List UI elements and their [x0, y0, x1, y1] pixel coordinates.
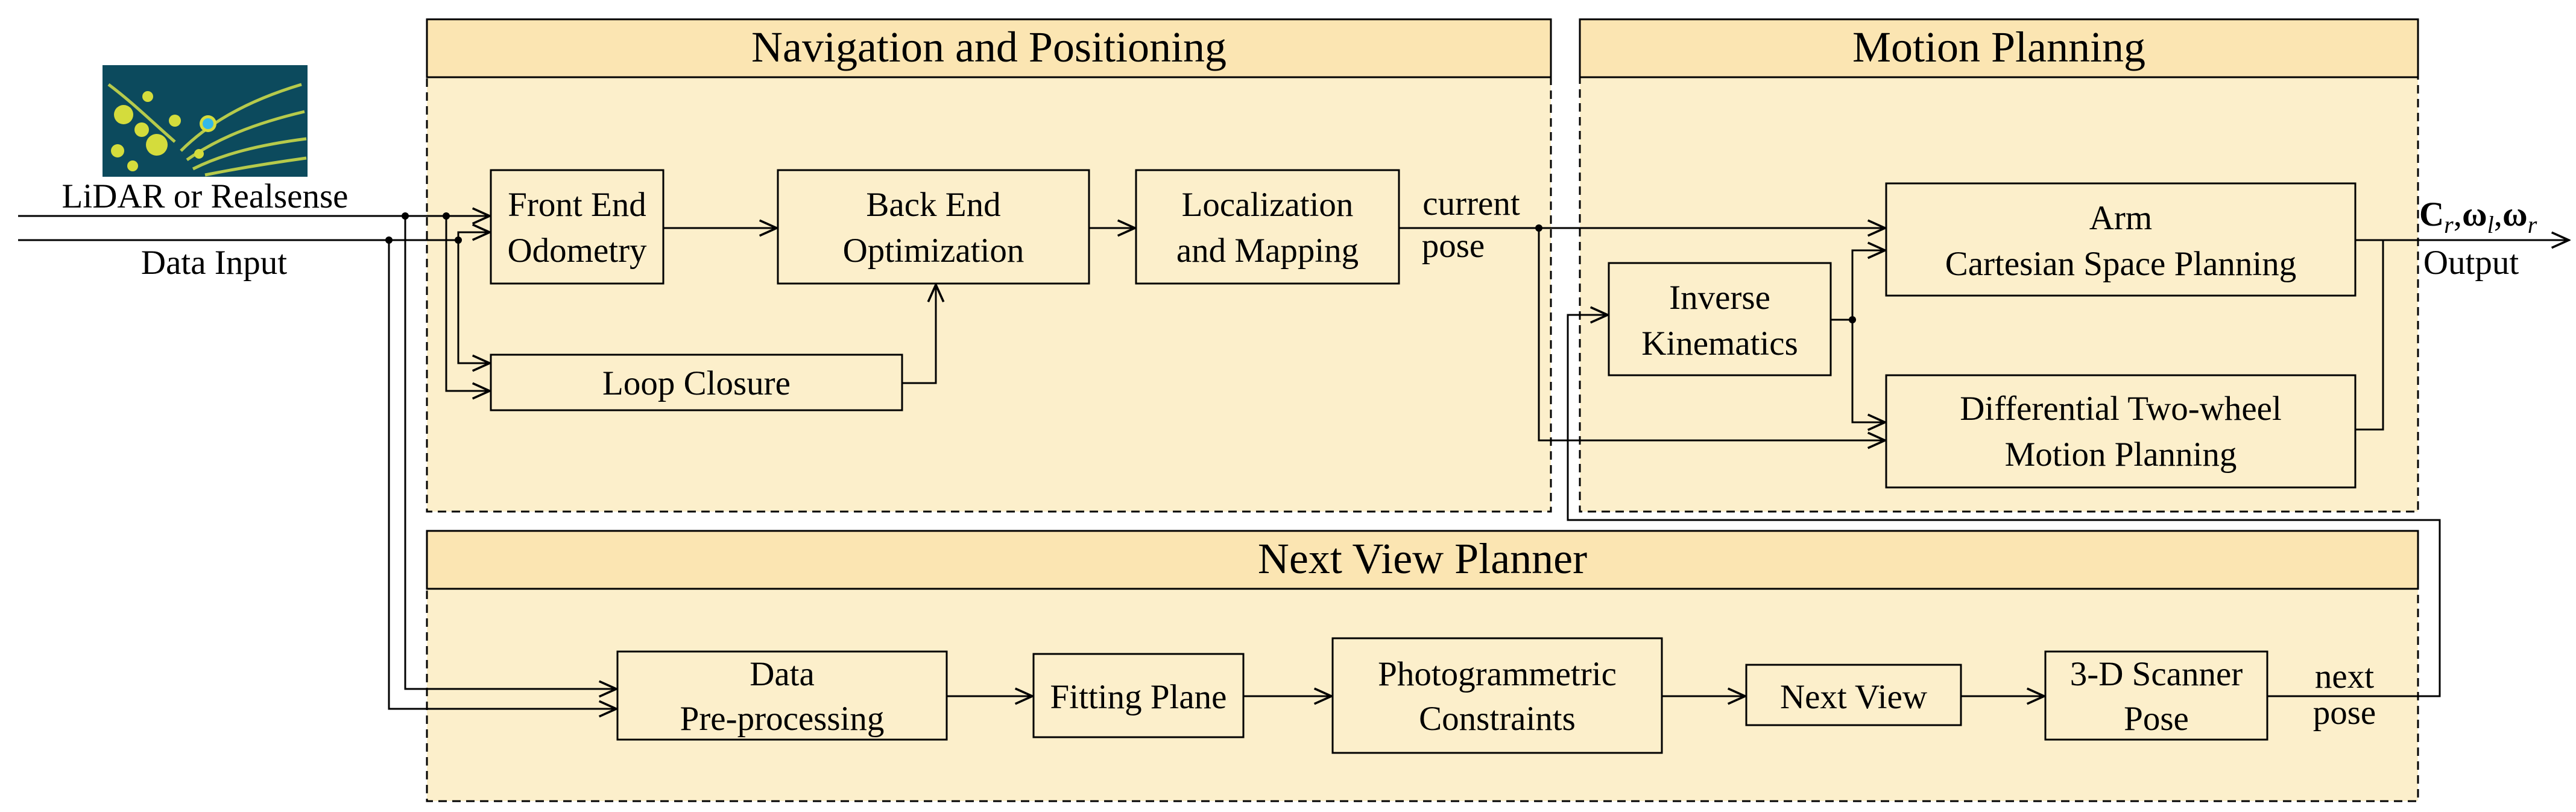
next-view-panel-header [426, 530, 2419, 590]
node-inverse-kinematics: Inverse Kinematics [1608, 262, 1832, 376]
node-arm-cartesian-planning: Arm Cartesian Space Planning [1885, 182, 2357, 297]
node-next-view: Next View [1745, 664, 1962, 726]
current-pose-label-1: current [1422, 185, 1520, 223]
localization-label-2: and Mapping [1176, 232, 1359, 270]
input-source-label: LiDAR or Realsense [62, 177, 349, 215]
output-symbol-omega-l: ω [2462, 195, 2487, 233]
scanner-pose-label-1: 3-D Scanner [2070, 655, 2243, 693]
inverse-kinematics-label-2: Kinematics [1641, 325, 1798, 363]
junction-dots [385, 212, 1856, 323]
navigation-panel-header [426, 18, 1552, 78]
inverse-kinematics-to-differential [1851, 320, 1885, 422]
photogrammetric-label-1: Photogrammetric [1378, 655, 1617, 693]
current-pose-label-2: pose [1422, 227, 1485, 265]
current-pose-to-differential [1538, 228, 1885, 440]
node-data-preprocessing: Data Pre-processing [616, 650, 948, 741]
arm-label-2: Cartesian Space Planning [1945, 245, 2297, 283]
navigation-positioning-panel: Navigation and Positioning [426, 18, 1552, 513]
next-pose-label-1: next [2315, 658, 2374, 696]
output-sub-l: l [2487, 211, 2494, 238]
loop-closure-branch-2 [445, 216, 490, 391]
preprocessing-label-2: Pre-processing [680, 700, 885, 738]
localization-label-1: Localization [1182, 186, 1354, 224]
node-fitting-plane: Fitting Plane [1032, 653, 1245, 738]
node-loop-closure: Loop Closure [490, 354, 903, 411]
input-line-2 [18, 232, 490, 241]
front-end-label-1: Front End [508, 186, 646, 224]
motion-panel-title: Motion Planning [1852, 23, 2145, 71]
node-differential-motion-planning: Differential Two-wheel Motion Planning [1885, 374, 2357, 489]
connectors [18, 216, 2569, 709]
loop-closure-label: Loop Closure [602, 364, 791, 402]
back-end-label-2: Optimization [843, 232, 1024, 270]
output-label: Output [2423, 244, 2519, 282]
output-symbol-c: C [2419, 195, 2444, 233]
node-photogrammetric-constraints: Photogrammetric Constraints [1331, 637, 1663, 754]
scanner-pose-label-2: Pose [2124, 700, 2189, 738]
node-front-end-odometry: Front End Odometry [490, 169, 665, 285]
photogrammetric-label-2: Constraints [1419, 700, 1576, 738]
next-pose-feedback [1567, 315, 2441, 697]
inverse-kinematics-label-1: Inverse [1669, 279, 1770, 317]
differential-label-1: Differential Two-wheel [1960, 390, 2282, 428]
next-pose-label-2: pose [2313, 694, 2376, 732]
preprocessing-label-1: Data [750, 655, 815, 693]
loop-closure-branch-1 [457, 240, 490, 363]
differential-to-output [2355, 240, 2384, 431]
navigation-panel-title: Navigation and Positioning [751, 23, 1226, 71]
next-view-panel-title: Next View Planner [1258, 534, 1587, 583]
fitting-plane-label: Fitting Plane [1050, 678, 1227, 716]
navigation-panel-body [426, 76, 1552, 513]
back-end-label-1: Back End [866, 186, 1000, 224]
output-sub-r: r [2444, 211, 2454, 238]
preprocessing-branch-2 [388, 240, 616, 709]
output-symbols: Cr,ωl,ωr [2419, 195, 2537, 238]
next-view-label: Next View [1780, 678, 1927, 716]
node-scanner-pose: 3-D Scanner Pose [2044, 650, 2268, 741]
loop-closure-to-back-end [902, 285, 936, 384]
output-separator-2: , [2494, 195, 2502, 233]
node-back-end-optimization: Back End Optimization [777, 169, 1090, 285]
arm-label-1: Arm [2089, 199, 2152, 237]
front-end-label-2: Odometry [507, 232, 647, 270]
inverse-kinematics-to-arm [1831, 250, 1885, 321]
preprocessing-branch-1 [404, 216, 616, 689]
motion-panel-header [1579, 18, 2419, 78]
output-sub-r2: r [2528, 211, 2537, 238]
node-localization-mapping: Localization and Mapping [1135, 169, 1400, 285]
point-cloud-image [103, 65, 308, 177]
output-separator-1: , [2454, 195, 2462, 233]
output-symbol-omega-r: ω [2502, 195, 2528, 233]
input-data-label: Data Input [141, 244, 287, 282]
differential-label-2: Motion Planning [2005, 436, 2237, 474]
